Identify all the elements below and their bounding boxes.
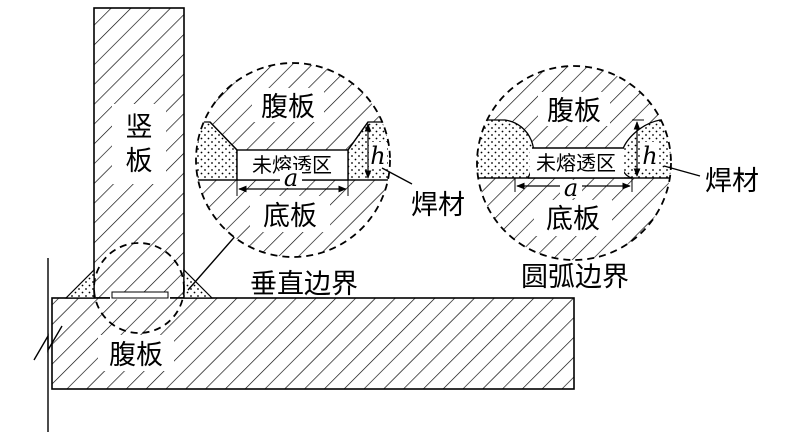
weld-leader-vertical [381, 167, 413, 185]
unfused-zone-label-arc: 未熔透区 [536, 151, 616, 175]
break-line [33, 325, 63, 361]
caption-arc-boundary: 圆弧边界 [521, 262, 629, 293]
vertical-plate-label-1: 竖 [126, 112, 153, 143]
weld-label-arc: 焊材 [705, 166, 759, 197]
dimension-h-label: h [370, 142, 385, 170]
detail-circle-vertical [195, 62, 391, 258]
dimension-a-label-arc: a [564, 174, 578, 202]
weld-label-vertical: 焊材 [411, 190, 465, 221]
web-label-vertical: 腹板 [261, 92, 315, 123]
detail-circle-arc [476, 65, 672, 261]
detail-highlight-circle [93, 242, 185, 334]
caption-vertical-boundary: 垂直边界 [250, 269, 358, 300]
dimension-a-label: a [284, 164, 298, 192]
right-fillet-weld [183, 268, 214, 299]
dimension-h-label-arc: h [642, 142, 657, 170]
unfused-zone-arc [530, 148, 624, 178]
web-label-arc: 腹板 [547, 96, 601, 127]
base-label-vertical: 底板 [263, 201, 317, 232]
weld-leader-arc [663, 165, 701, 177]
main-figure: 竖 板 腹板 [33, 7, 575, 432]
left-fillet-weld [64, 268, 95, 299]
detail-arc-boundary: 未熔透区 腹板 a 底板 h 焊材 圆弧边界 [476, 65, 759, 293]
base-label-arc: 底板 [546, 204, 600, 235]
vertical-plate-label-2: 板 [126, 146, 153, 177]
web-plate-label: 腹板 [109, 340, 163, 371]
detail-vertical-boundary: 未熔透区 腹板 a 底板 h 焊材 垂直边界 [195, 62, 465, 300]
